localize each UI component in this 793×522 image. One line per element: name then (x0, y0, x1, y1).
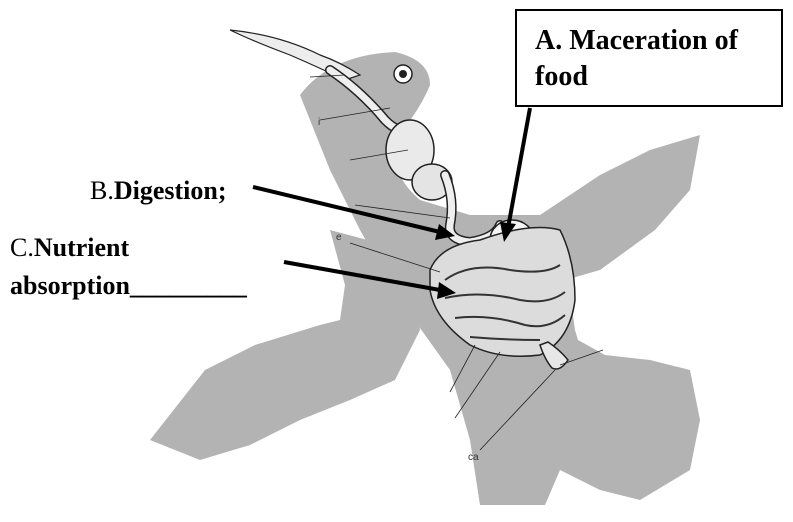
label-c-line2: absorption_________ (10, 270, 247, 302)
letter-ca: ca (468, 452, 479, 463)
eye-pupil (399, 70, 407, 78)
label-c-prefix: C. (10, 233, 34, 262)
letter-i: i (318, 117, 320, 128)
label-c-text-1: Nutrient (34, 233, 129, 262)
letter-e: e (336, 232, 342, 243)
label-b-prefix: B. (90, 176, 114, 205)
label-a: A. Maceration of food (535, 23, 775, 95)
label-c-text-2: absorption_________ (10, 271, 247, 300)
label-b-text: Digestion; (114, 176, 227, 205)
label-a-box: A. Maceration of food (515, 9, 783, 107)
label-b: B.Digestion; (90, 175, 227, 207)
label-c-line1: C.Nutrient (10, 232, 129, 264)
left-wing (150, 230, 420, 460)
